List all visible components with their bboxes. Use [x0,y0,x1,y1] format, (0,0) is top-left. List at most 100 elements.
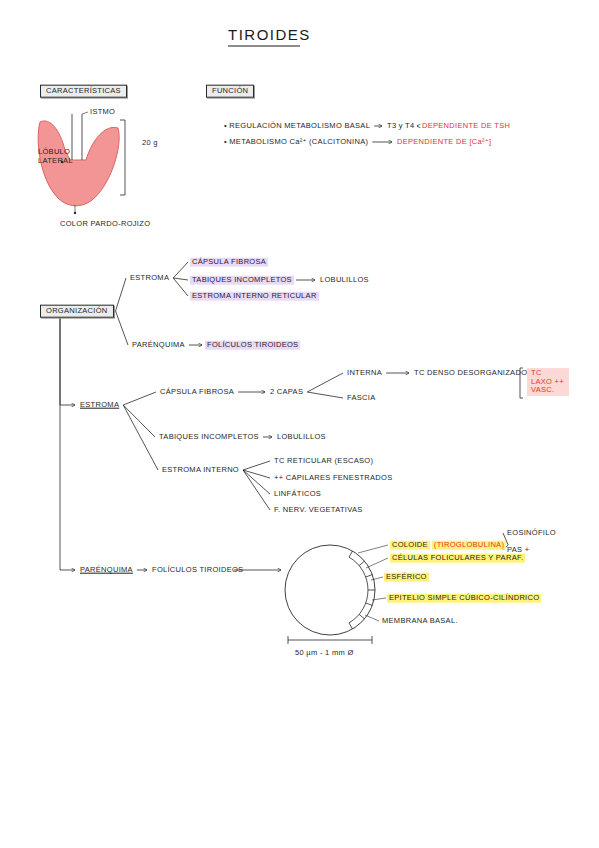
node-text: FASCIA [345,394,377,403]
concept-node: TC RETICULAR (ESCASO) [272,457,375,466]
connector [116,278,126,311]
connector [116,311,128,345]
diameter-dimension [288,636,372,644]
node-text: T3 y T4 [385,122,416,131]
leader-dot [61,161,63,163]
dependency-note: DEPENDIENTE DE TSH [420,122,512,131]
node-text: TABIQUES INCOMPLETOS [157,433,261,442]
node-text: DEPENDIENTE DE TSH [420,122,512,131]
connector [243,461,270,470]
node-text: DEPENDIENTE DE [Ca²⁺] [395,138,493,147]
connector [137,570,147,571]
title-underline [228,46,300,47]
node-text: ESTROMA INTERNO [160,466,241,475]
concept-node: COLOIDE(TIROGLOBULINA) [390,541,506,550]
connector [296,280,315,281]
node-text: TABIQUES INCOMPLETOS [190,276,294,285]
epithelium-arc [349,557,368,623]
part-label: CÉLULAS FOLICULARES Y PARAF. [390,554,525,563]
node-text: LINFÁTICOS [272,490,323,499]
connector [372,142,392,143]
section-header: ORGANIZACIÓN [40,305,114,318]
node-text: 2 CAPAS [268,388,305,397]
subsection-node: PARÉNQUIMA [78,566,135,575]
node-text: INTERNA [345,369,384,378]
concept-node: FOLÍCULOS TIROIDEOS [205,341,300,350]
function-item: • REGULACIÓN METABOLISMO BASAL [222,122,372,131]
side-bracket [520,368,523,398]
part-label: LÓBULO LATERAL [36,148,68,165]
node-text: LOBULILLOS [275,433,328,442]
leader-dot [74,212,76,214]
node-text: F. NERV. VEGETATIVAS [272,506,365,515]
node-text: ORGANIZACIÓN [44,307,110,316]
label-text: 20 g [140,139,160,148]
concept-node: CÁPSULA FIBROSA [190,258,268,267]
connector [263,437,272,438]
dimension-label: 50 µm - 1 mm Ø [293,649,356,658]
node-text: LOBULILLOS [318,276,371,285]
concept-node: FOLÍCULOS TIROIDEOS [150,566,245,575]
concept-node: ESTROMA INTERNO [160,466,241,475]
connector [503,533,508,545]
node-text: FOLÍCULOS TIROIDEOS [150,566,245,575]
follicle-circle [285,545,375,635]
subsection-node: ESTROMA [78,401,121,410]
section-header: CARACTERÍSTICAS [40,85,127,98]
function-item: • METABOLISMO Ca²⁺ (CALCITONINA) [222,138,370,147]
node-text: CÁPSULA FIBROSA [158,388,236,397]
concept-node: F. NERV. VEGETATIVAS [272,506,365,515]
node-text: • REGULACIÓN METABOLISMO BASAL [222,122,372,131]
trachea-line [72,114,73,160]
page-title: TIROIDES [228,26,311,43]
connector [173,262,188,278]
label-text: CÉLULAS FOLICULARES Y PARAF. [390,554,525,563]
concept-node: INTERNA [345,369,384,378]
trachea-line [82,114,83,160]
pointer-arrow [234,570,281,571]
node-text: EOSINÓFILO [505,529,558,538]
node-text: (TIROGLOBULINA) [432,541,506,550]
color-note: COLOR PARDO-ROJIZO [58,220,152,229]
connector [503,545,508,550]
concept-node: PAS + [505,546,531,555]
concept-node: LINFÁTICOS [272,490,323,499]
node-text: PARÉNQUIMA [78,566,135,575]
leader-line [82,112,88,114]
connector [386,373,409,374]
connector [123,405,155,437]
connector [374,126,382,127]
label-text: LÓBULO LATERAL [36,148,75,165]
connector-group [60,126,508,570]
concept-node: TC DENSO DESORGANIZADO [412,369,529,378]
concept-node: LOBULILLOS [275,433,328,442]
node-text: TC DENSO DESORGANIZADO [412,369,529,378]
connector [60,317,75,405]
connector [307,373,343,392]
size-bracket [120,120,125,195]
part-label: EPITELIO SIMPLE CÚBICO-CILÍNDRICO [387,594,541,603]
node-text: ESTROMA [78,401,121,410]
concept-node: FASCIA [345,394,377,403]
label-text: ISTMO [88,108,117,117]
node-text: TC RETICULAR (ESCASO) [272,457,375,466]
node-text: ESTROMA [128,274,171,283]
concept-node: 2 CAPAS [268,388,305,397]
label-text: MEMBRANA BASAL. [380,617,460,626]
concept-node: ESTROMA INTERNO RETICULAR [190,292,319,301]
node-text: CARACTERÍSTICAS [44,87,123,96]
node-text: ++ CAPILARES FENESTRADOS [272,474,394,483]
weight-label: 20 g [140,139,160,148]
label-text: ESFÉRICO [384,573,429,582]
node-text: ESTROMA INTERNO RETICULAR [190,292,319,301]
node-text: • METABOLISMO Ca²⁺ (CALCITONINA) [222,138,370,147]
label-text: EPITELIO SIMPLE CÚBICO-CILÍNDRICO [387,594,541,603]
connector [307,392,343,398]
note-box: TC LAXO ++ VASC. [527,368,569,396]
connector [123,392,156,405]
node-text: FOLÍCULOS TIROIDEOS [205,341,300,350]
concept-node: EOSINÓFILO [505,529,558,538]
dependency-note: DEPENDIENTE DE [Ca²⁺] [395,138,493,147]
